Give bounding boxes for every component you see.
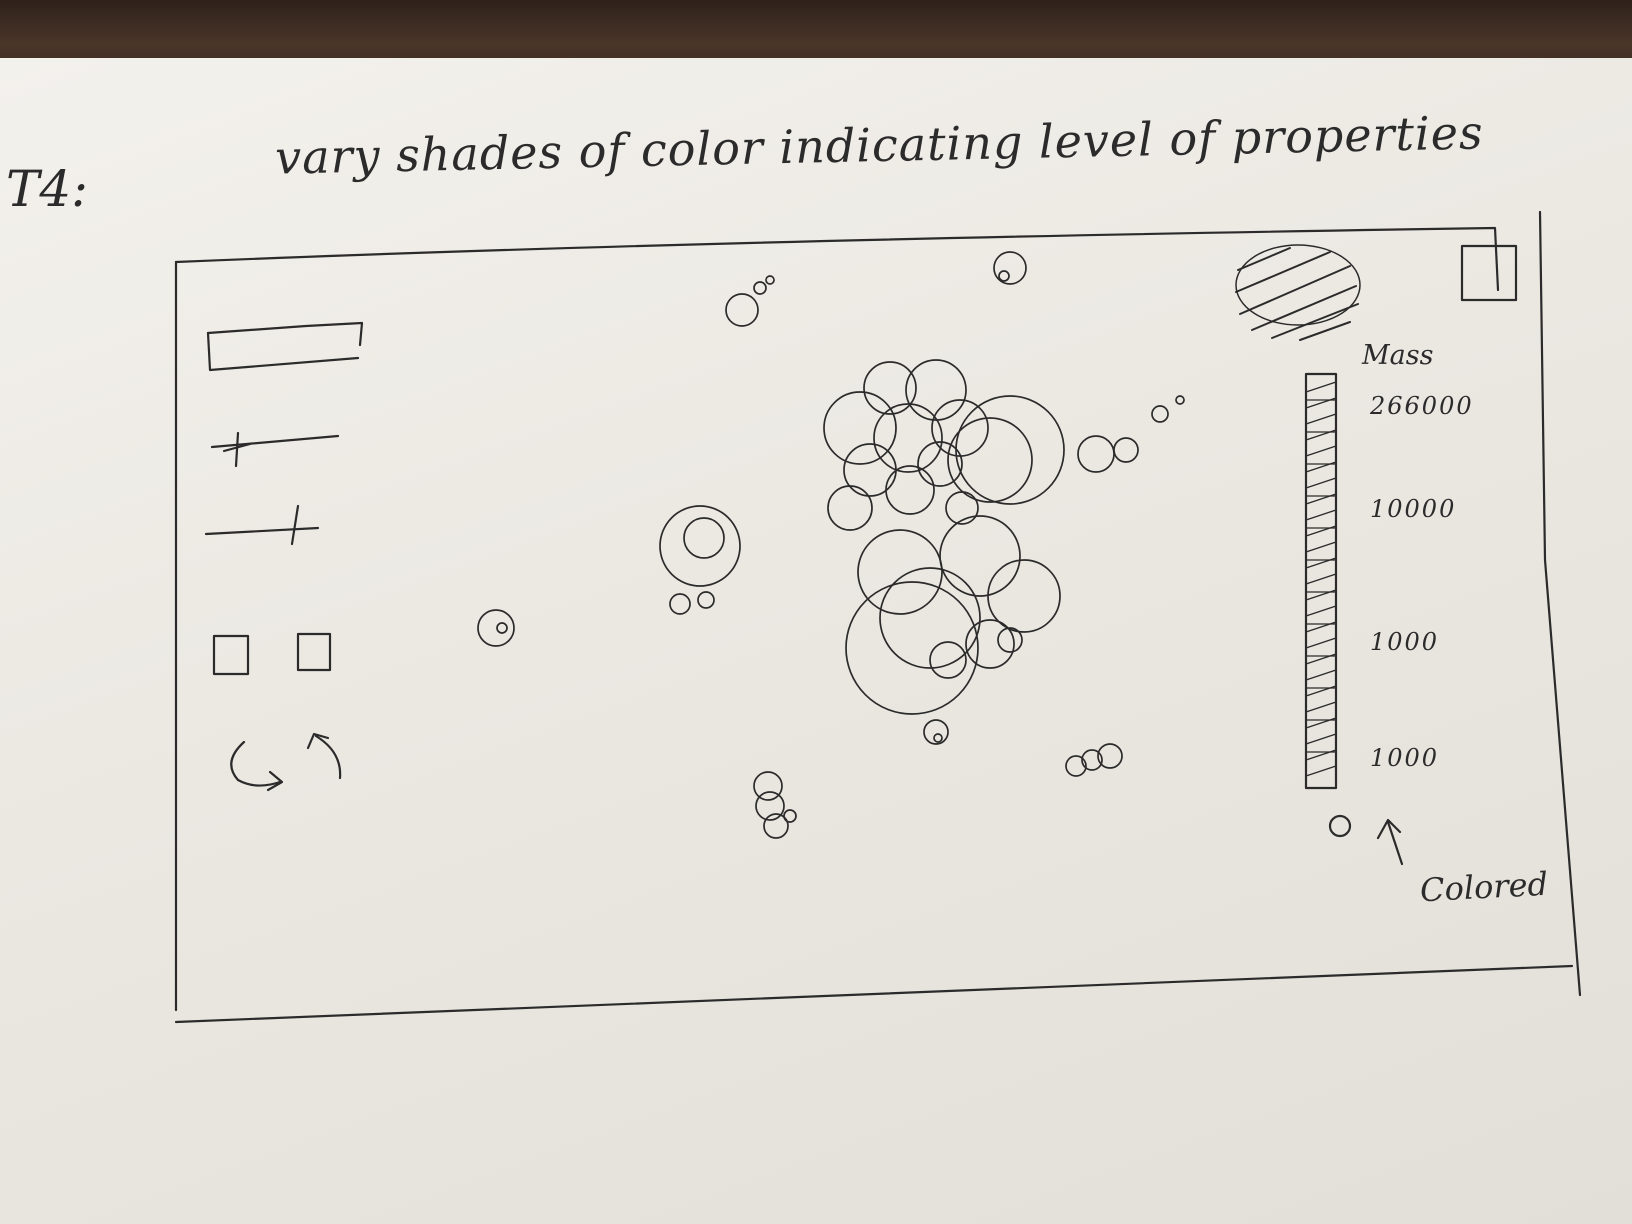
legend-marker	[1328, 814, 1352, 838]
checkbox-2[interactable]	[296, 632, 332, 672]
legend-title: Mass	[1362, 340, 1434, 371]
checkbox-1[interactable]	[212, 634, 250, 676]
legend-color-bar	[1304, 372, 1338, 790]
paper-sheet	[0, 58, 1632, 1224]
legend-tick-label: 1000	[1370, 744, 1440, 772]
legend-tick-label: 266000	[1370, 392, 1474, 420]
circle-group-left	[477, 505, 741, 647]
redo-icon[interactable]	[306, 732, 342, 780]
undo-icon[interactable]	[230, 740, 284, 792]
data-circles	[477, 251, 1185, 839]
circle-cluster-center	[823, 359, 1065, 715]
color-annotation: Colored	[1419, 864, 1549, 910]
circle-group-bottom	[753, 719, 1123, 839]
corner-button[interactable]	[1460, 244, 1518, 302]
toolbar	[204, 321, 364, 792]
scribbled-label	[1235, 244, 1361, 341]
slider-2[interactable]	[204, 504, 320, 546]
slider-1[interactable]	[210, 431, 340, 468]
text-input-box[interactable]	[206, 321, 364, 372]
annotation-arrow	[1376, 818, 1404, 866]
app-frame	[174, 210, 1582, 1024]
legend-tick-label: 10000	[1370, 495, 1457, 523]
legend-tick-label: 1000	[1370, 628, 1440, 656]
circle-group-top	[725, 251, 1027, 327]
circle-group-right	[1077, 395, 1185, 473]
task-id: T4:	[6, 160, 89, 218]
